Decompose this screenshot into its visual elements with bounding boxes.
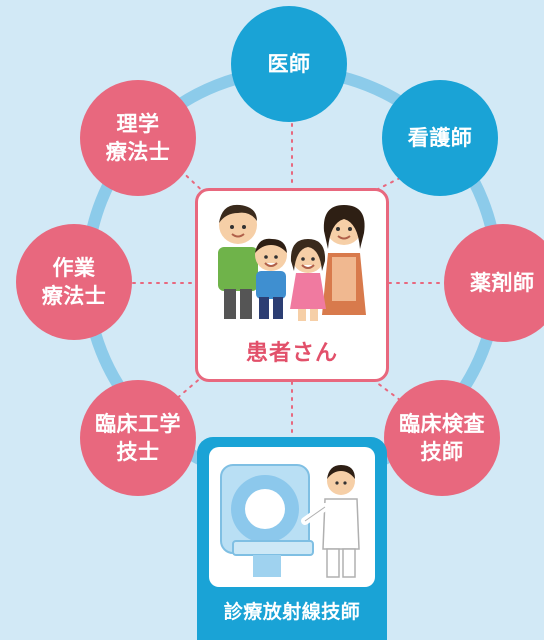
role-occupational-therapist-label: 作業 療法士 — [41, 255, 107, 308]
radiological-technologist-label: 診療放射線技師 — [223, 601, 361, 623]
role-physical-therapist-label: 理学 療法士 — [105, 111, 171, 164]
role-clinical-lab-technician-label: 臨床検査 技師 — [399, 411, 485, 464]
radiology-illustration-panel — [209, 447, 375, 587]
ct-scanner-illustration — [220, 464, 360, 578]
role-clinical-engineer-label: 臨床工学 技士 — [95, 411, 181, 464]
girl-figure — [290, 239, 326, 321]
mother-figure — [322, 205, 366, 315]
patient-label: 患者さん — [245, 341, 338, 366]
family-illustration — [218, 204, 366, 321]
role-physical-therapist: 理学 療法士 — [80, 80, 196, 196]
role-clinical-lab-technician: 臨床検査 技師 — [384, 380, 500, 496]
patient-card: 患者さん — [195, 188, 389, 382]
father-figure — [218, 204, 258, 319]
role-nurse: 看護師 — [382, 80, 498, 196]
role-doctor-label: 医師 — [267, 51, 311, 76]
role-pharmacist: 薬剤師 — [444, 224, 544, 342]
role-pharmacist-label: 薬剤師 — [470, 270, 535, 295]
boy-figure — [255, 238, 287, 319]
role-clinical-engineer: 臨床工学 技士 — [80, 380, 196, 496]
role-doctor: 医師 — [231, 6, 347, 122]
role-occupational-therapist: 作業 療法士 — [16, 224, 132, 340]
role-nurse-label: 看護師 — [407, 125, 473, 150]
radiological-technologist-card: 診療放射線技師 — [197, 437, 387, 640]
